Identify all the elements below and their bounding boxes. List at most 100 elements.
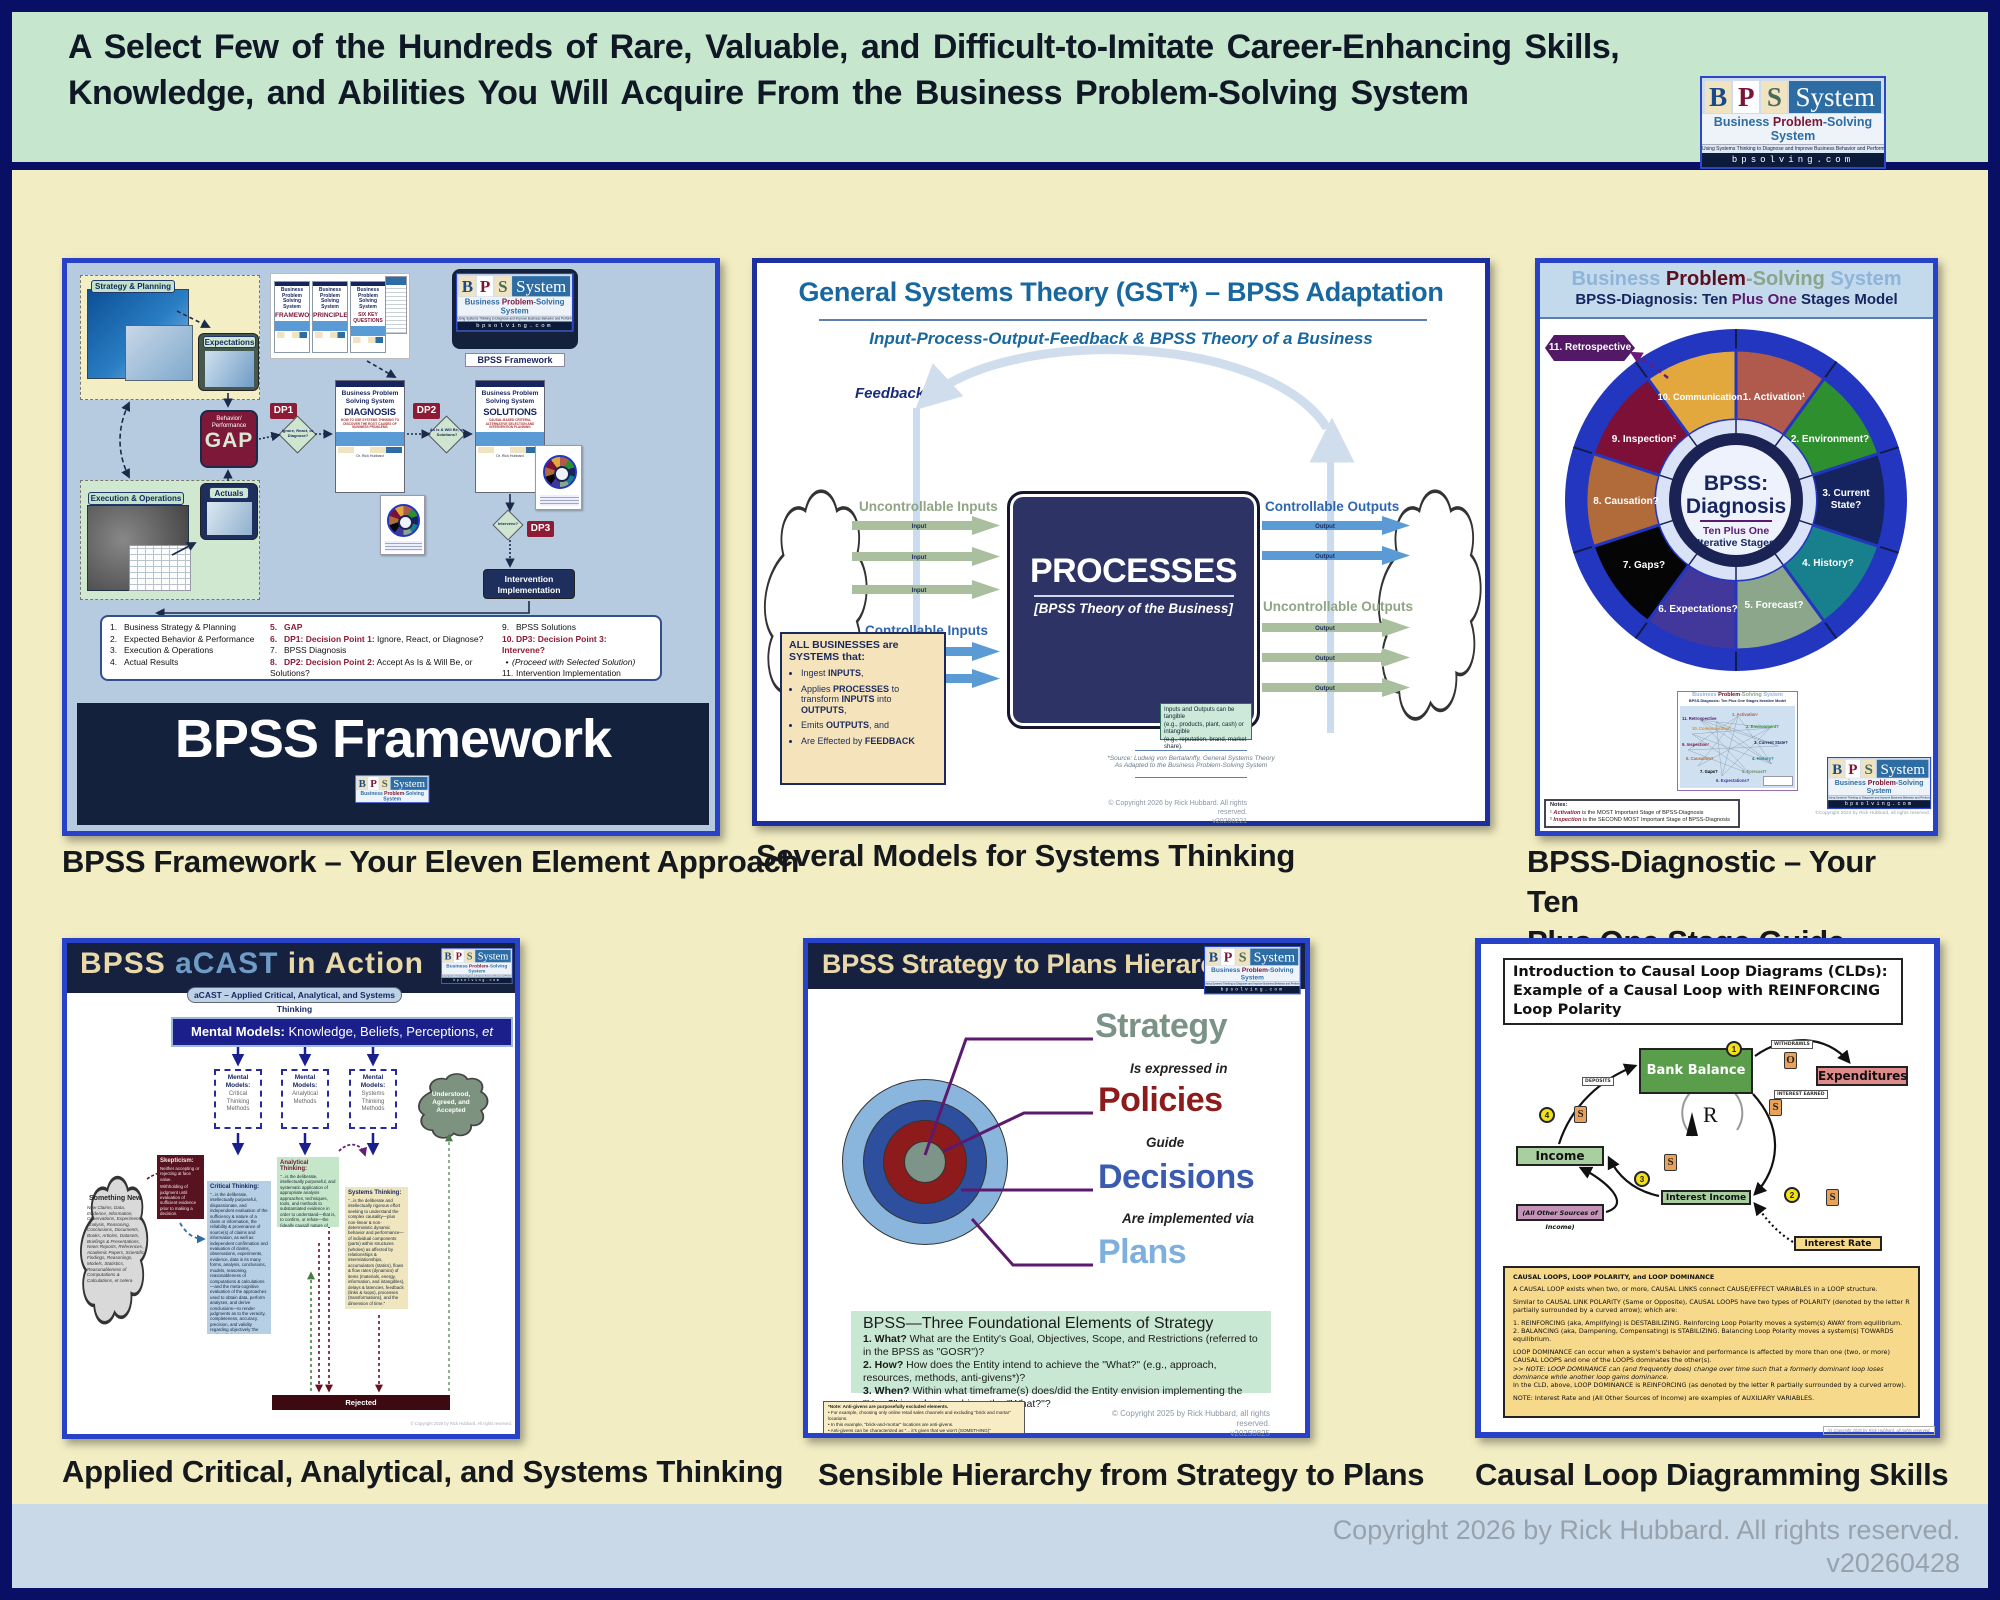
polarity-s-interest-rate: S (1826, 1189, 1839, 1206)
acast-clouds-arrows (80, 1047, 489, 1393)
header-band: A Select Few of the Hundreds of Rare, Va… (12, 12, 1988, 170)
bps-logo-tiles: B P S System (1702, 78, 1884, 114)
anti-givens-note: *Note: Anti-givens are purposefully excl… (823, 1401, 1025, 1434)
badge-2: 2 (1784, 1187, 1800, 1203)
strategy-planning-label: Strategy & Planning (91, 280, 175, 293)
poster-title: A Select Few of the Hundreds of Rare, Va… (68, 24, 1628, 116)
legend-col1: 1.Business Strategy & Planning 2.Expecte… (110, 622, 255, 667)
feedback-label: Feedback (855, 385, 925, 402)
polarity-s-interest-earned: S (1769, 1099, 1782, 1116)
framework-arrows (119, 310, 530, 618)
svg-text:2. Environment?: 2. Environment? (1791, 434, 1869, 445)
intervention-box: Intervention Implementation (483, 569, 575, 599)
svg-text:Input: Input (912, 555, 927, 561)
all-businesses-box: ALL BUSINESSES are SYSTEMS that: Ingest … (780, 632, 946, 785)
logo-url: bpsolving.com (1702, 153, 1884, 167)
logo-letter-p: P (1733, 81, 1760, 113)
wheel-wedges (1584, 348, 1888, 652)
web-lines (1687, 715, 1779, 777)
diagnosis-header-line1: Business Problem-Solving System (1571, 268, 1902, 290)
expectations-box: Expectations (198, 333, 259, 391)
retrospective-badge: 11. Retrospective (1545, 335, 1635, 361)
poster-title-line1: A Select Few of the Hundreds of Rare, Va… (68, 28, 1620, 66)
level-strategy: Strategy (1095, 1007, 1228, 1045)
feedback-bar-left (913, 408, 920, 733)
book-solutions-title: SOLUTIONS (483, 407, 537, 418)
legend-col3: 9.BPSS Solutions 10.DP3: Decision Point … (502, 622, 636, 678)
svg-text:1. Activation¹: 1. Activation¹ (1743, 392, 1806, 403)
svg-text:8. Causation?: 8. Causation? (1593, 496, 1659, 507)
connector-1: Is expressed in (1130, 1061, 1228, 1076)
logo-letter-b: B (1705, 81, 1732, 113)
all-businesses-title: ALL BUSINESSES are SYSTEMS that: (789, 639, 899, 663)
svg-text:6. Expectations?: 6. Expectations? (1658, 604, 1737, 615)
svg-text:5. Forecast?: 5. Forecast? (1745, 600, 1804, 611)
source-rule-top (1135, 750, 1247, 751)
node-other-sources: (All Other Sources of Income) (1516, 1204, 1604, 1231)
polarity-s-interest-income: S (1664, 1154, 1677, 1171)
critical-thinking-box: Critical Thinking: "...is the deliberate… (207, 1181, 271, 1334)
logo-tagline: Using Systems Thinking to Diagnose and I… (1702, 144, 1884, 153)
svg-text:Input: Input (912, 588, 927, 594)
gap-box: Behavior/ Performance GAP (200, 410, 258, 468)
level-decisions: Decisions (1098, 1158, 1255, 1196)
execution-operations-label: Execution & Operations (88, 492, 184, 505)
gst-source: *Source: Ludwig von Bertalanffy, General… (1107, 755, 1275, 769)
svg-text:State?: State? (1831, 500, 1862, 511)
dp1-tag: DP1 (270, 403, 297, 419)
svg-text:Output: Output (1315, 524, 1335, 530)
wheel-labels: 1. Activation¹ 2. Environment? 3. Curren… (1593, 392, 1870, 615)
acast-copyright: © Copyright 2026 by Rick Hubbard. All ri… (410, 1421, 512, 1426)
footer-band: Copyright 2026 by Rick Hubbard. All righ… (12, 1504, 1988, 1588)
gst-title-rule (819, 319, 1427, 321)
svg-text:Ten Plus One: Ten Plus One (1703, 525, 1769, 537)
strategy-connectors (923, 1037, 1093, 1267)
actuals-label: Actuals (209, 487, 249, 499)
link-withdrawls: WITHDRAWLS (1771, 1040, 1813, 1049)
diagnosis-notes: Notes: ¹ Activation is the MOST Importan… (1544, 799, 1740, 828)
uncontrollable-outputs-label: Uncontrollable Outputs (1263, 599, 1413, 614)
link-interest-earned: INTEREST EARNED (1774, 1090, 1828, 1099)
cld-title: Introduction to Causal Loop Diagrams (CL… (1503, 958, 1903, 1025)
controllable-outputs-label: Controllable Outputs (1265, 499, 1400, 514)
feedback-bar-right (1327, 448, 1334, 733)
bps-logo-header: B P S System Business Problem-Solving Sy… (1700, 76, 1886, 169)
framework-big-title: BPSS Framework (174, 709, 612, 769)
svg-text:Iterative Stages: Iterative Stages (1697, 537, 1775, 549)
gst-subtitle: Input-Process-Output-Feedback & BPSS The… (869, 329, 1373, 348)
acast-title: BPSS aCAST in Action (80, 947, 424, 980)
gst-copyright: © Copyright 2026 by Rick Hubbard. All ri… (1108, 800, 1247, 825)
processes-subtitle: [BPSS Theory of the Business] (1034, 601, 1233, 616)
source-rule-bottom (1135, 777, 1247, 778)
level-policies: Policies (1098, 1081, 1223, 1119)
footer-copyright: Copyright 2026 by Rick Hubbard. All righ… (1332, 1515, 1960, 1578)
panel-bpss-framework: Strategy & Planning Expectations Busines… (62, 258, 720, 836)
cld-copyright: (c) Copyright 2020 by Rick Hubbard, all … (1823, 1426, 1935, 1435)
caption-gst: Several Models for Systems Thinking (756, 838, 1296, 873)
panel-diagnosis: Business Problem-Solving System BPSS-Dia… (1535, 258, 1938, 836)
connector-2: Guide (1146, 1135, 1185, 1150)
tangible-note: Inputs and Outputs can be tangible (e.g.… (1160, 703, 1252, 750)
rejected-bar: Rejected (272, 1395, 450, 1410)
framework-logo-label: BPSS Framework (465, 353, 565, 367)
solutions-wheel-thumb (535, 445, 582, 510)
mm-analytical-box: Mental Models: Analytical Methods (281, 1069, 329, 1129)
strategy-elements-title: BPSS—Three Foundational Elements of Stra… (863, 1315, 1214, 1332)
framework-legend: 1.Business Strategy & Planning 2.Expecte… (100, 615, 662, 681)
caption-acast: Applied Critical, Analytical, and System… (62, 1454, 784, 1489)
diagnosis-header-line2: BPSS-Diagnosis: Ten Plus One Stages Mode… (1575, 291, 1898, 308)
svg-text:BPSS:: BPSS: (1704, 472, 1768, 495)
link-deposits: DEPOSITS (1582, 1077, 1614, 1086)
node-interest-income: Interest Income (1661, 1190, 1751, 1205)
level-plans: Plans (1098, 1233, 1187, 1271)
analytical-thinking-box: Analytical Thinking: "...is the delibera… (277, 1157, 339, 1227)
